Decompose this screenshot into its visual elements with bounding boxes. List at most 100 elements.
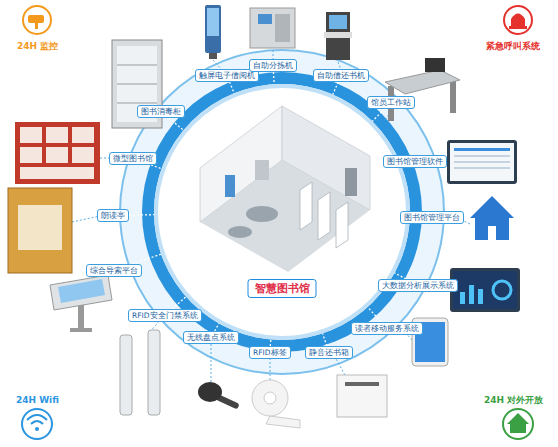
screen-row [454,155,510,157]
booth-window [18,205,62,250]
icon-ring [503,409,533,439]
system-name: RFID安全门禁系统 [132,311,198,320]
dotted-connector [172,297,186,309]
wifi-dot [35,427,39,431]
center-circle: 智慧图书馆 [154,84,410,340]
system-box: 朗读亭 [97,209,129,222]
micro-library-image [15,122,100,184]
leader-line [270,357,271,380]
desk-monitor [425,58,445,72]
house-body [510,424,526,433]
system-box: 图书消毒柜 [137,105,185,118]
system-name: 馆员工作站 [371,98,411,107]
reader-head [198,382,222,402]
corner-label: 紧急呼叫系统 [486,41,540,52]
icon-ring [504,6,532,34]
chart-ring [493,281,511,299]
workstation-image [385,58,460,121]
cabinet-cell [46,127,68,143]
chart-bar [478,289,483,304]
cabinet-cell [46,147,68,163]
checkout-shelf [324,32,352,38]
camera-icon [23,6,51,34]
cabinet-cell [20,147,42,163]
cabinet-body [15,122,100,184]
system-box: 馆员工作站 [367,96,415,109]
system-name: 朗读亭 [101,211,125,220]
dotted-connector [368,307,381,322]
cabinet-cell [72,147,94,163]
cabinet-cell [20,127,42,143]
system-box: 无线盘点系统 [183,331,239,344]
roll-core [264,392,276,404]
touch-kiosk-image [205,5,221,59]
system-name: 触屏电子借阅机 [199,71,255,80]
room-illustration [200,106,370,272]
sorter-slot [275,14,290,42]
room-machine [255,160,269,180]
guide-kiosk-image [50,275,112,332]
desk-top [385,70,460,94]
corner-label: 24H Wifi [16,395,59,406]
room-shelf [318,192,330,240]
booth-body [8,188,72,273]
system-box: 大数据分析展示系统 [378,279,458,292]
system-name: 静音还书箱 [309,348,349,357]
bell-icon [504,6,532,34]
box-body [337,375,387,417]
screen-frame [450,268,520,312]
kiosk-table [50,275,112,310]
system-box: 综合导索平台 [86,264,142,277]
kiosk-screen [58,279,105,303]
dotted-connector [215,323,219,331]
system-box: 静音还书箱 [305,346,353,359]
system-name: 无线盘点系统 [187,333,235,342]
desk-leg [450,80,456,113]
roll-tail [266,416,300,428]
corner-label: 24H 监控 [17,41,58,52]
kiosk-body [205,5,221,53]
system-name: 综合导索平台 [90,266,138,275]
system-name: 自助分拣机 [253,61,293,70]
room-table [228,226,252,238]
system-box: RFID安全门禁系统 [128,309,202,322]
gate-panel [148,330,160,415]
kiosk-base [70,328,92,332]
roll-body [252,380,288,416]
room-shelf [336,202,348,248]
dotted-connector [151,165,161,169]
system-name: RFID标签 [253,348,287,357]
system-name: 大数据分析展示系统 [382,281,454,290]
system-name: 图书馆管理软件 [387,157,443,166]
leader-line [72,216,100,222]
cabinet-cell [20,167,94,179]
cabinet-shelf [117,65,157,66]
wifi-arc [31,421,43,424]
icon-ring [23,6,51,34]
bell-base [509,26,527,29]
inner-circle [154,84,410,340]
system-box: 图书馆管理平台 [400,211,464,224]
cabinet-shelf [117,84,157,85]
software-screen-image [447,140,517,184]
return-box-image [337,375,387,417]
dotted-connector [323,333,327,346]
system-box: 图书馆管理软件 [383,155,447,168]
platform-house-image [470,196,514,240]
rfid-roll-image [252,380,300,428]
room-wall [200,106,282,222]
house-body [475,218,509,240]
system-name: 微型图书馆 [113,154,153,163]
room-table [246,206,278,222]
leader-line [211,342,212,382]
house-roof [507,413,529,424]
outer-ring [120,50,444,374]
box-slot [345,382,379,386]
bigdata-screen-image [450,268,520,312]
system-name: 图书馆管理平台 [404,213,460,222]
camera-body [28,15,44,23]
system-name: 自助借还书机 [317,71,365,80]
cabinet-shelf [117,103,157,104]
system-name: 图书消毒柜 [141,107,181,116]
